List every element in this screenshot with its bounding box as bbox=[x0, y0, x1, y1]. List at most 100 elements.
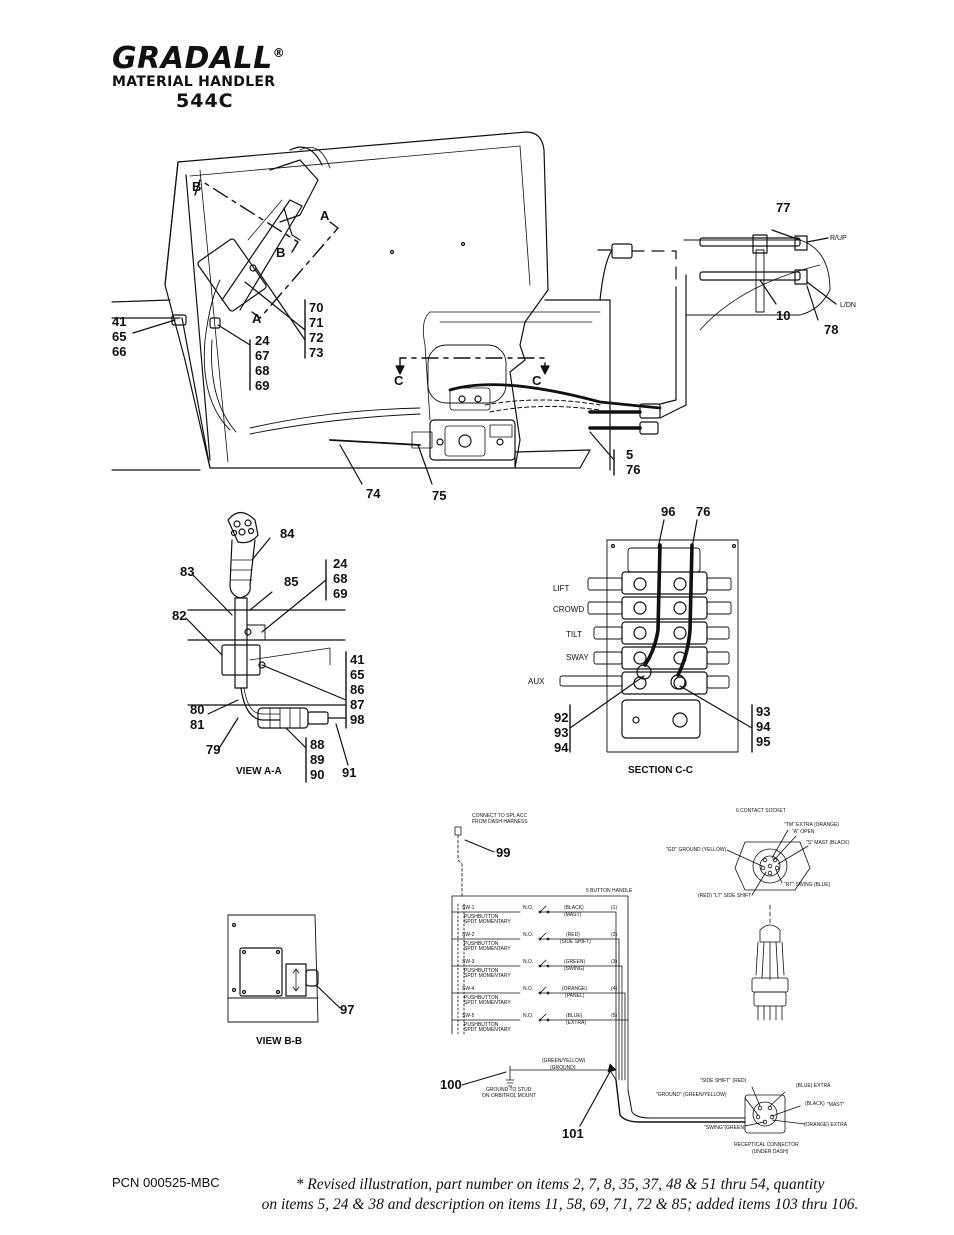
sw-3-desc-2: SPDT MOMENTARY bbox=[464, 973, 511, 979]
pcn-number: PCN 000525-MBC bbox=[112, 1175, 220, 1190]
callout-67: 67 bbox=[255, 348, 269, 363]
callout-90: 90 bbox=[310, 767, 324, 782]
section-letter-a: A bbox=[320, 208, 330, 223]
receptacle-title-1: RECEPTICAL CONNECTOR bbox=[734, 1142, 799, 1148]
callout-77: 77 bbox=[776, 200, 790, 215]
revision-note-line-2: on items 5, 24 & 38 and description on i… bbox=[261, 1196, 859, 1213]
sw-1-id: SW-1 bbox=[462, 905, 475, 911]
callout-76b: 76 bbox=[696, 504, 710, 519]
revision-note-line-1: * Revised illustration, part number on i… bbox=[295, 1176, 825, 1193]
section-c-c-drawing bbox=[559, 519, 753, 753]
gradall-logo: GRADALL® MATERIAL HANDLER 544C bbox=[112, 38, 285, 113]
sw-1-desc-1: PUSHBUTTON bbox=[464, 914, 499, 920]
view-a-a-drawing bbox=[185, 511, 349, 783]
callout-98: 98 bbox=[350, 712, 364, 727]
callout-87: 87 bbox=[350, 697, 364, 712]
wiring-labels: CONNECT TO SPL ACC FROM DASH HARNESS 99 … bbox=[440, 808, 850, 1155]
callout-100: 100 bbox=[440, 1077, 462, 1092]
section-letter-b2: B bbox=[276, 245, 285, 260]
section-letter-c2: C bbox=[532, 373, 542, 388]
ground-note-2: ON ORBITROL MOUNT bbox=[482, 1093, 536, 1099]
port-sway: SWAY bbox=[566, 653, 589, 662]
recept-pin-side-shift: "SIDE SHIFT" (RED) bbox=[700, 1078, 747, 1084]
callout-72: 72 bbox=[309, 330, 323, 345]
sw-5-desc-1: PUSHBUTTON bbox=[464, 1022, 499, 1028]
callout-96: 96 bbox=[661, 504, 675, 519]
sw-4-no: N.O. bbox=[523, 986, 533, 992]
callout-84: 84 bbox=[280, 526, 295, 541]
callout-91: 91 bbox=[342, 765, 356, 780]
recept-pin-mast: "MAST" bbox=[827, 1102, 845, 1108]
sw-2-desc-1: PUSHBUTTON bbox=[464, 941, 499, 947]
recept-pin-ground: "GROUND" (GREEN/YELLOW) bbox=[656, 1092, 727, 1098]
sw-3-no: N.O. bbox=[523, 959, 533, 965]
callout-82: 82 bbox=[172, 608, 186, 623]
sw-3-id: SW-3 bbox=[462, 959, 475, 965]
sw-4-func: (PANEL) bbox=[565, 993, 585, 999]
socket-pin-a: "A" OPEN bbox=[792, 829, 815, 835]
port-crowd: CROWD bbox=[553, 605, 584, 614]
callout-94: 94 bbox=[554, 740, 569, 755]
callout-86: 86 bbox=[350, 682, 364, 697]
handle-title: 5 BUTTON HANDLE bbox=[586, 888, 633, 894]
callout-24: 24 bbox=[255, 333, 270, 348]
sw-5-pin: (5) bbox=[611, 1013, 617, 1019]
callout-89: 89 bbox=[310, 752, 324, 767]
view-b-label: VIEW B-B bbox=[256, 1036, 302, 1047]
sw-1-wire: (BLACK) bbox=[564, 905, 584, 911]
socket-title: 6 CONTACT SOCKET bbox=[736, 808, 786, 814]
callout-74: 74 bbox=[366, 486, 381, 501]
sw-3-desc-1: PUSHBUTTON bbox=[464, 968, 499, 974]
sw-1-no: N.O. bbox=[523, 905, 533, 911]
socket-pin-rt: "RT" SWING (BLUE) bbox=[784, 882, 831, 888]
recept-pin-orange-extra: (ORANGE) EXTRA bbox=[804, 1122, 848, 1128]
callout-78: 78 bbox=[824, 322, 838, 337]
callout-80: 80 bbox=[190, 702, 204, 717]
view-a-label: VIEW A-A bbox=[236, 766, 282, 777]
sw-4-desc-2: SPDT MOMENTARY bbox=[464, 1000, 511, 1006]
callout-94b: 94 bbox=[756, 719, 771, 734]
section-letter-c: C bbox=[394, 373, 404, 388]
callout-69b: 69 bbox=[333, 586, 347, 601]
connect-note-2: FROM DASH HARNESS bbox=[472, 819, 528, 825]
callout-41b: 41 bbox=[350, 652, 364, 667]
sw-2-func: (SIDE SHIFT) bbox=[560, 939, 591, 945]
pedal-label-down: L/DN bbox=[840, 302, 856, 309]
callout-68: 68 bbox=[255, 363, 269, 378]
switch-1: SW-1 PUSHBUTTON SPDT MOMENTARY N.O. (BLA… bbox=[462, 905, 617, 925]
callout-5: 5 bbox=[626, 447, 633, 462]
switch-4: SW-4 PUSHBUTTON SPDT MOMENTARY N.O. (ORA… bbox=[462, 986, 617, 1006]
callout-69: 69 bbox=[255, 378, 269, 393]
callout-71: 71 bbox=[309, 315, 323, 330]
sw-1-func: (MAST) bbox=[564, 912, 582, 918]
recept-pin-swing: "SWING"(GREEN) bbox=[704, 1125, 746, 1131]
callout-85: 85 bbox=[284, 574, 298, 589]
port-tilt: TILT bbox=[566, 630, 582, 639]
callout-75: 75 bbox=[432, 488, 446, 503]
main-callouts: B A B A C C 41 65 66 24 67 68 69 70 71 7… bbox=[112, 179, 856, 503]
port-aux: AUX bbox=[528, 677, 545, 686]
sw-4-id: SW-4 bbox=[462, 986, 475, 992]
ground-wire-color: (GREEN/YELLOW) bbox=[542, 1058, 586, 1064]
socket-pin-s: "S" MAST (BLACK) bbox=[806, 840, 850, 846]
callout-79: 79 bbox=[206, 742, 220, 757]
recept-pin-blue-extra: (BLUE) EXTRA bbox=[796, 1083, 831, 1089]
callout-73: 73 bbox=[309, 345, 323, 360]
brand-subtitle: MATERIAL HANDLER bbox=[112, 74, 276, 90]
callout-92: 92 bbox=[554, 710, 568, 725]
socket-pin-tm: "TM" EXTRA (ORANGE) bbox=[784, 822, 839, 828]
ground-wire-label: (GROUND) bbox=[550, 1065, 576, 1071]
sw-2-no: N.O. bbox=[523, 932, 533, 938]
main-cab-view bbox=[111, 131, 837, 485]
sw-2-id: SW-2 bbox=[462, 932, 475, 938]
wiring-schematic bbox=[451, 826, 811, 1134]
view-a-callouts: 84 83 85 82 24 68 69 41 65 86 87 98 80 8… bbox=[172, 526, 364, 782]
switch-3: SW-3 PUSHBUTTON SPDT MOMENTARY N.O. (GRE… bbox=[462, 959, 617, 979]
section-c-labels: LIFT CROWD TILT SWAY AUX 96 76 92 93 94 … bbox=[528, 504, 771, 776]
connect-note-1: CONNECT TO SPL ACC bbox=[472, 813, 527, 819]
sw-5-desc-2: SPDT MOMENTARY bbox=[464, 1027, 511, 1033]
callout-24b: 24 bbox=[333, 556, 348, 571]
section-letter-b: B bbox=[192, 179, 201, 194]
switch-5: SW-5 PUSHBUTTON SPDT MOMENTARY N.O. (BLU… bbox=[462, 1013, 617, 1033]
